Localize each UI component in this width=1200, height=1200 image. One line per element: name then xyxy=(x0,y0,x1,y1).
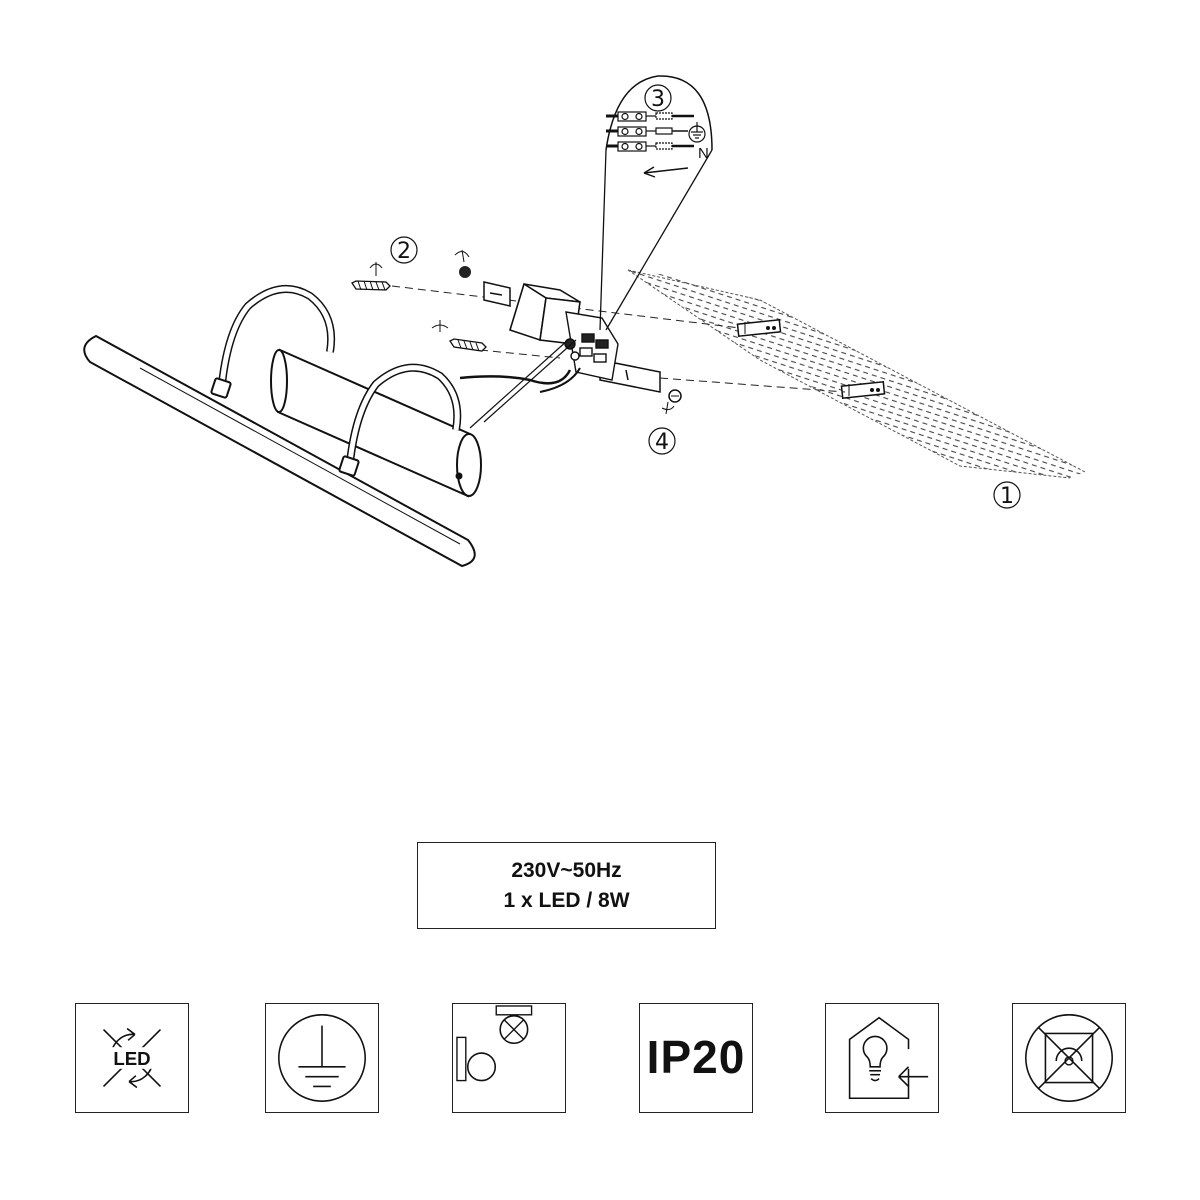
wall-ceiling-mount-icon xyxy=(452,1003,566,1113)
ip-rating-icon: IP20 xyxy=(639,1003,753,1113)
svg-text:4: 4 xyxy=(655,430,669,455)
led-replaceable-icon: LED xyxy=(75,1003,189,1113)
protective-earth-icon xyxy=(265,1003,379,1113)
svg-text:2: 2 xyxy=(397,239,411,264)
cables xyxy=(459,339,581,429)
screw-small-top xyxy=(454,249,471,278)
installation-diagram: 1 2 3 4 N xyxy=(83,75,1086,568)
not-dimmable-icon xyxy=(1012,1003,1126,1113)
svg-text:LED: LED xyxy=(113,1048,150,1069)
wall-plug-upper xyxy=(736,319,782,337)
screw-small-bottom xyxy=(661,389,682,415)
indoor-use-icon xyxy=(825,1003,939,1113)
svg-text:1: 1 xyxy=(1000,484,1014,509)
mounting-bracket xyxy=(483,281,661,393)
lamp-rating: 1 x LED / 8W xyxy=(503,888,630,912)
wiring-detail xyxy=(599,75,713,331)
screw-upper xyxy=(351,262,391,291)
driver-box xyxy=(509,282,581,345)
voltage-frequency: 230V~50Hz xyxy=(511,858,622,882)
callout-4: 4 xyxy=(648,427,676,455)
callout-3: 3 xyxy=(644,84,672,112)
wall-surface xyxy=(627,269,1086,479)
screw-middle xyxy=(431,320,487,352)
callout-2: 2 xyxy=(390,236,418,264)
svg-text:3: 3 xyxy=(651,87,665,112)
picture-light xyxy=(83,285,482,568)
wall-plug-lower xyxy=(840,381,886,399)
electrical-spec-box: 230V~50Hz 1 x LED / 8W xyxy=(417,842,716,929)
callout-1: 1 xyxy=(993,481,1021,509)
neutral-label: N xyxy=(698,145,709,162)
terminal-block xyxy=(564,311,619,381)
ip-rating-label: IP20 xyxy=(646,1031,746,1083)
